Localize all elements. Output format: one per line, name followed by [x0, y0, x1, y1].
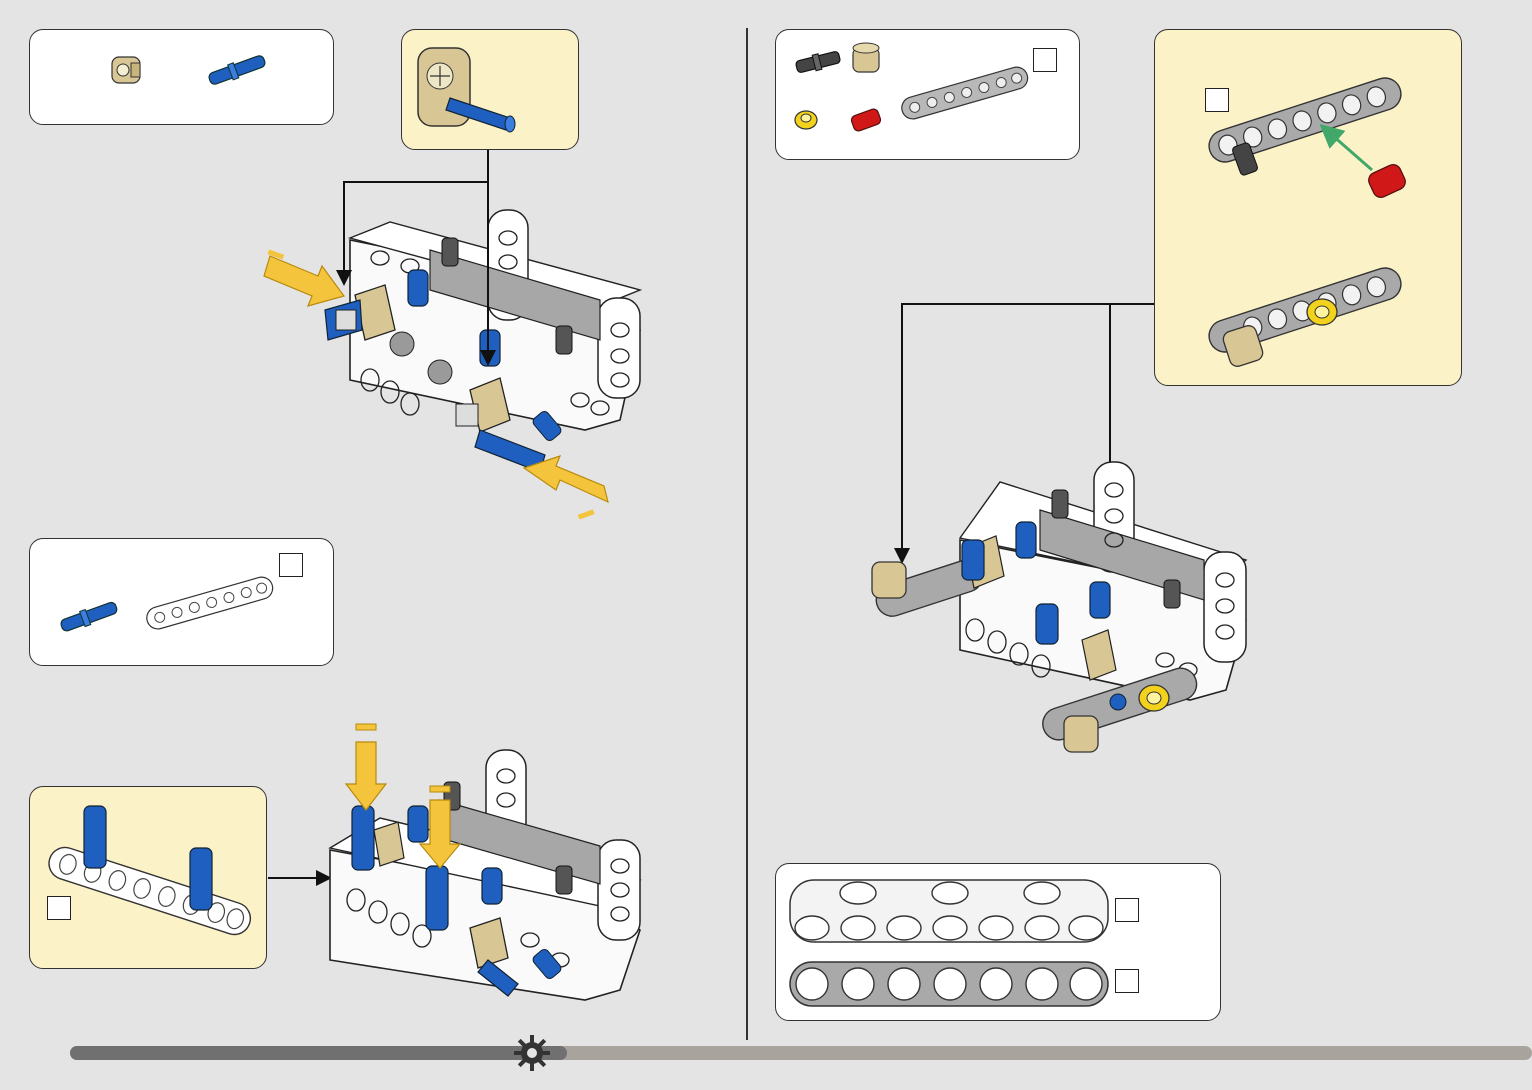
blue-pin-icon	[59, 599, 119, 634]
thick-beam-icon	[790, 880, 1108, 942]
gray-beam-icon	[790, 962, 1108, 1006]
gray-beam-icon	[899, 65, 1030, 122]
step-3-model	[872, 462, 1246, 752]
gray-beam-with-axle-pin	[1205, 74, 1408, 200]
step-1-model	[325, 210, 640, 472]
red-pin-icon	[850, 108, 882, 133]
white-beam-icon	[144, 575, 275, 632]
tan-bush-icon	[853, 43, 879, 72]
gear-icon	[512, 1033, 552, 1073]
axle-pin-icon	[795, 49, 842, 75]
angle-connector-icon	[112, 57, 140, 83]
progress-bar-fill	[70, 1046, 567, 1060]
gray-beam-with-bushes	[1205, 264, 1405, 368]
white-beam-with-pins	[45, 806, 255, 939]
yellow-bush-icon	[795, 111, 817, 129]
blue-pin-icon	[207, 53, 267, 88]
